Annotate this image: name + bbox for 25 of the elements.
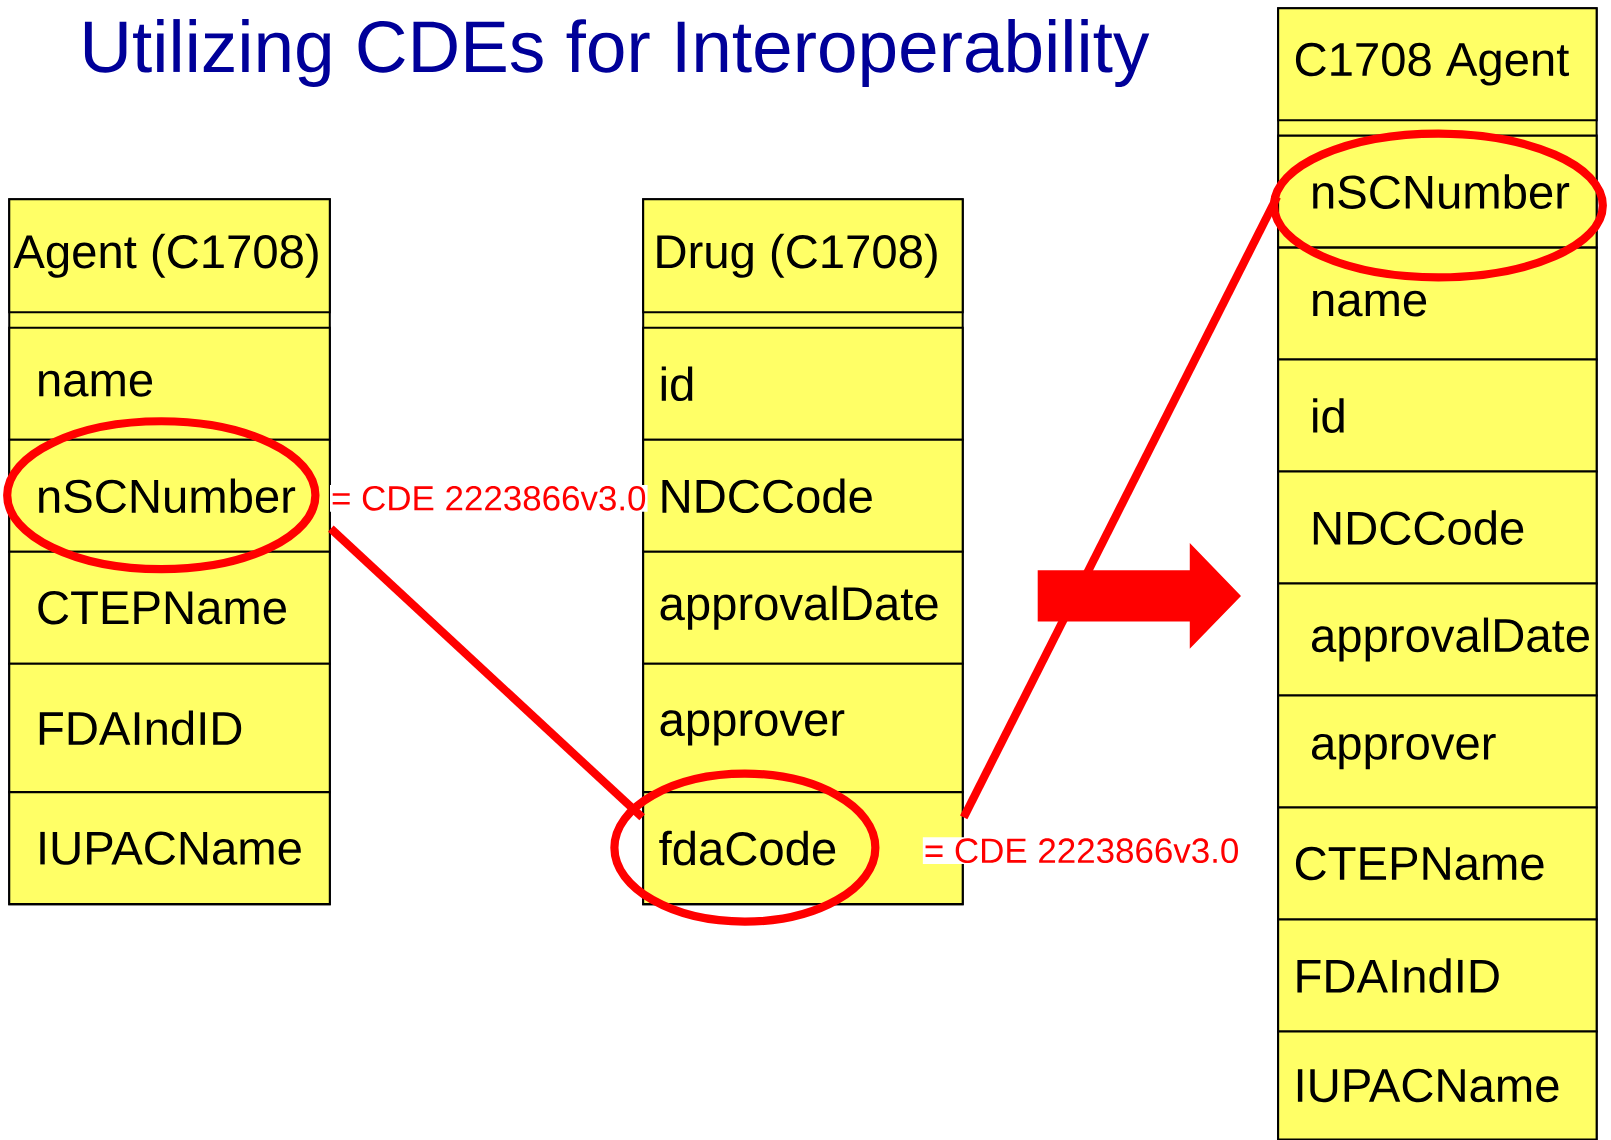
attribute-cell: approver [1277,694,1598,809]
attribute-cell: id [1277,358,1598,473]
title: Utilizing CDEs for Interoperability [84,19,1150,88]
attribute-cell: IUPACName [8,791,331,906]
attribute-cell: CTEPName [1277,806,1598,921]
class-header: C1708 Agent [1277,7,1598,122]
attribute-cell: name [1277,246,1598,361]
attribute-cell: nSCNumber [8,438,331,553]
class-header: Agent (C1708) [8,198,331,314]
attribute-cell: approvalDate [1277,582,1598,697]
connector-line [328,525,645,821]
attribute-cell: name [8,326,331,441]
attribute-cell: approver [642,662,964,794]
connector-line [960,194,1281,820]
attribute-cell: approvalDate [642,550,964,665]
attribute-cell: FDAIndID [1277,918,1598,1033]
attribute-cell: CTEPName [8,550,331,665]
attribute-cell: nSCNumber [1277,134,1598,249]
attribute-cell: NDCCode [1277,470,1598,585]
attribute-cell: id [642,326,964,441]
attribute-cell: FDAIndID [8,662,331,794]
attribute-cell: IUPACName [1277,1030,1598,1140]
class-header: Drug (C1708) [642,198,964,314]
cde-label: = CDE 2223866v3.0 [922,837,1241,865]
cde-label: = CDE 2223866v3.0 [330,484,648,512]
